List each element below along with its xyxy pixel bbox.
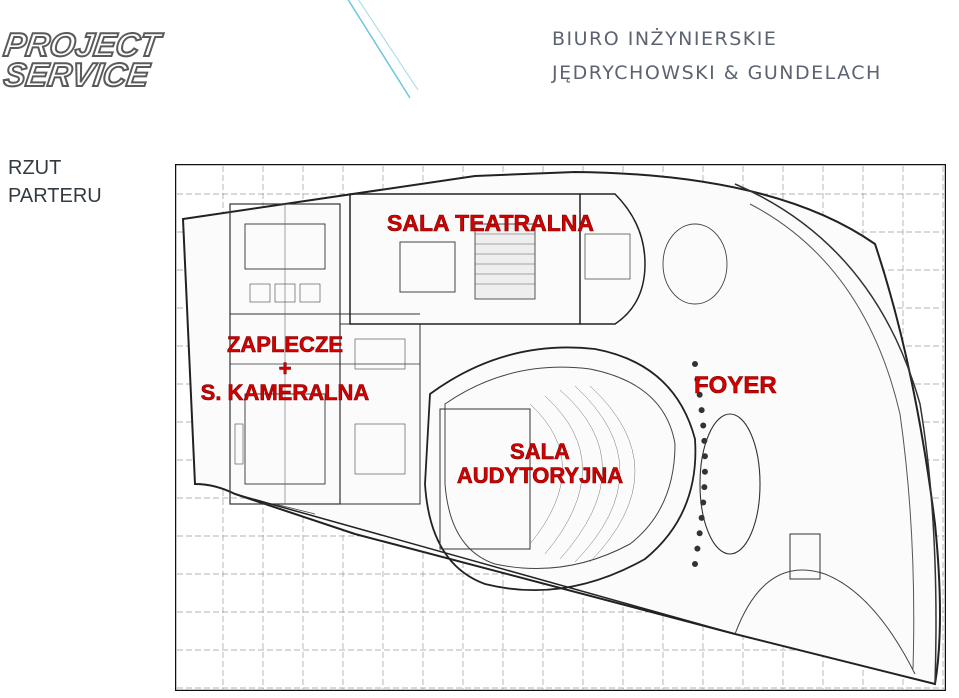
zone-label-zaplecze-line-3: S. KAMERALNA [200,380,370,405]
zone-label-zaplecze: ZAPLECZE + S. KAMERALNA [190,332,380,405]
zone-label-foyer: FOYER [694,372,777,400]
decorative-diagonal-lines [347,0,419,99]
project-service-logo: PROJECT SERVICE [0,25,170,94]
plan-title-line-2: PARTERU [8,185,102,207]
firm-name-line-2: JĘDRYCHOWSKI & GUNDELACH [552,62,882,84]
zone-label-sala-audytoryjna-line-2: AUDYTORYJNA [456,463,624,488]
zone-label-sala-audytoryjna-line-1: SALA [510,439,570,464]
zone-label-sala-teatralna: SALA TEATRALNA [387,210,595,237]
plan-title: RZUT PARTERU [8,154,102,210]
firm-name-line-1: BIURO INŻYNIERSKIE [552,28,778,50]
zone-label-sala-audytoryjna: SALA AUDYTORYJNA [440,439,640,488]
plan-title-line-1: RZUT [8,157,62,179]
logo-line-2: SERVICE [0,55,152,94]
floor-plan-drawing [175,164,946,691]
zone-label-zaplecze-line-1: ZAPLECZE [226,332,344,357]
zone-label-zaplecze-line-2: + [278,356,292,381]
